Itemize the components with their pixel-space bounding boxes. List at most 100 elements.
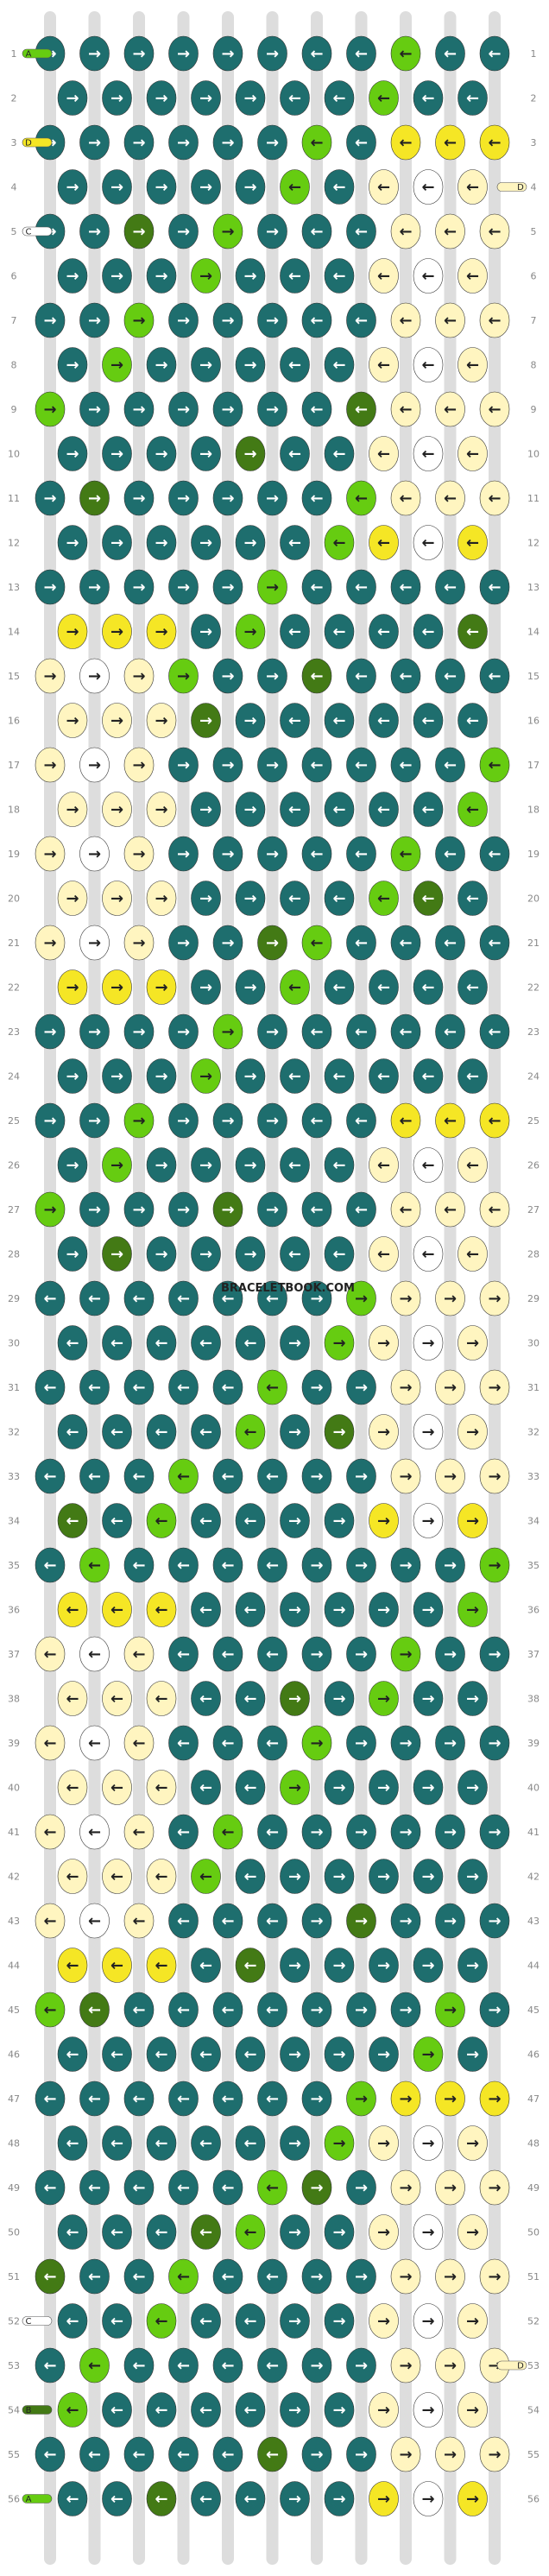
knot-arrow-label: → [421, 2313, 434, 2331]
knot-arrow-label: → [288, 1424, 301, 1442]
knot-arrow-label: → [332, 2046, 345, 2064]
knot-arrow-label: → [288, 2402, 301, 2420]
knot: ← [390, 569, 421, 605]
knot: → [235, 525, 266, 560]
row-number-left: 35 [8, 1560, 20, 1571]
knot: → [301, 1636, 332, 1672]
knot-arrow-label: → [177, 312, 190, 330]
knot-arrow-label: ← [288, 179, 301, 197]
knot: → [102, 80, 132, 116]
knot-arrow-label: ← [155, 1335, 167, 1353]
knot-arrow-label: ← [310, 756, 323, 774]
knot: → [191, 169, 221, 205]
knot: ← [324, 525, 355, 560]
knot: ← [458, 347, 488, 382]
knot-arrow-label: → [221, 312, 234, 330]
knot: → [257, 1191, 287, 1228]
knot: ← [435, 569, 465, 605]
knot: ← [257, 1814, 287, 1850]
knot-arrow-label: ← [177, 2001, 190, 2019]
knot-arrow-label: ← [177, 1823, 190, 1841]
row-number-right: 34 [527, 1516, 540, 1527]
knot-arrow-label: → [466, 2402, 479, 2420]
string-letter-left: C [26, 228, 32, 237]
knot-arrow-label: → [488, 1645, 501, 1664]
knot-arrow-label: ← [399, 45, 412, 63]
knot: ← [257, 2436, 287, 2472]
knot: ← [146, 1770, 177, 1805]
knot-arrow-label: ← [199, 2135, 212, 2153]
row-number-left: 44 [8, 1960, 20, 1972]
knot: → [235, 436, 266, 471]
knot: → [257, 658, 287, 694]
knot-arrow-label: → [66, 890, 79, 908]
knot: → [57, 969, 88, 1005]
knot-arrow-label: → [421, 2135, 434, 2153]
knot-arrow-label: → [243, 1068, 256, 1086]
knot: → [301, 2258, 332, 2295]
knot-arrow-label: → [110, 623, 123, 641]
knot-arrow-label: → [243, 179, 256, 197]
knot-arrow-label: ← [421, 801, 434, 819]
knot: → [479, 1903, 510, 1939]
knot: ← [79, 1636, 110, 1672]
knot-arrow-label: ← [266, 1556, 279, 1575]
knot-arrow-label: → [377, 2135, 390, 2153]
knot-arrow-label: → [266, 667, 279, 685]
knot: ← [369, 1236, 399, 1272]
knot: → [280, 1503, 310, 1538]
knot-arrow-label: ← [399, 1201, 412, 1219]
knot: ← [257, 2258, 287, 2295]
knot-arrow-label: ← [332, 534, 345, 552]
knot: → [479, 1725, 510, 1761]
knot-arrow-label: ← [243, 2491, 256, 2509]
knot: ← [57, 1503, 88, 1538]
knot: ← [146, 1859, 177, 1894]
knot: → [123, 1102, 155, 1139]
knot: ← [280, 1236, 310, 1272]
knot: ← [458, 703, 488, 738]
row-number-right: 47 [527, 2093, 540, 2105]
knot: → [191, 258, 221, 294]
knot-arrow-label: ← [66, 1868, 79, 1886]
row-number-left: 54 [8, 2405, 20, 2416]
row-number-left: 22 [8, 982, 20, 994]
knot-arrow-label: ← [466, 801, 479, 819]
knot: ← [191, 2125, 221, 2161]
knot: ← [191, 1770, 221, 1805]
knot: → [435, 1903, 465, 1939]
knot: ← [57, 2392, 88, 2428]
knot-arrow-label: → [377, 1868, 390, 1886]
knot-arrow-label: ← [488, 578, 501, 597]
knot-arrow-label: → [399, 1734, 412, 1752]
knot-arrow-label: ← [88, 1645, 101, 1664]
knot-arrow-label: ← [444, 845, 457, 863]
knot: ← [168, 1458, 199, 1494]
knot: ← [346, 480, 376, 516]
knot: ← [123, 1369, 155, 1405]
knot: ← [191, 1681, 221, 1716]
knot: → [301, 1814, 332, 1850]
knot-arrow-label: → [488, 1379, 501, 1397]
knot-arrow-label: → [488, 2001, 501, 2019]
knot: ← [346, 302, 376, 338]
knot: ← [369, 80, 399, 116]
knot: → [458, 1948, 488, 1983]
knot-arrow-label: → [421, 1690, 434, 1708]
knot: → [35, 1013, 66, 1050]
knot: → [458, 1770, 488, 1805]
knot-arrow-label: → [88, 45, 101, 63]
knot-arrow-label: ← [288, 712, 301, 730]
knot-arrow-label: ← [488, 1112, 501, 1130]
knot-arrow-label: ← [266, 1468, 279, 1486]
knot-arrow-label: → [132, 756, 145, 774]
knot-arrow-label: → [332, 1957, 345, 1975]
knot: ← [35, 2080, 66, 2117]
knot: ← [257, 1547, 287, 1583]
knot: ← [79, 1725, 110, 1761]
knot: ← [123, 2080, 155, 2117]
row-number-right: 24 [527, 1071, 540, 1083]
knot: ← [413, 258, 444, 294]
knot: ← [280, 792, 310, 827]
